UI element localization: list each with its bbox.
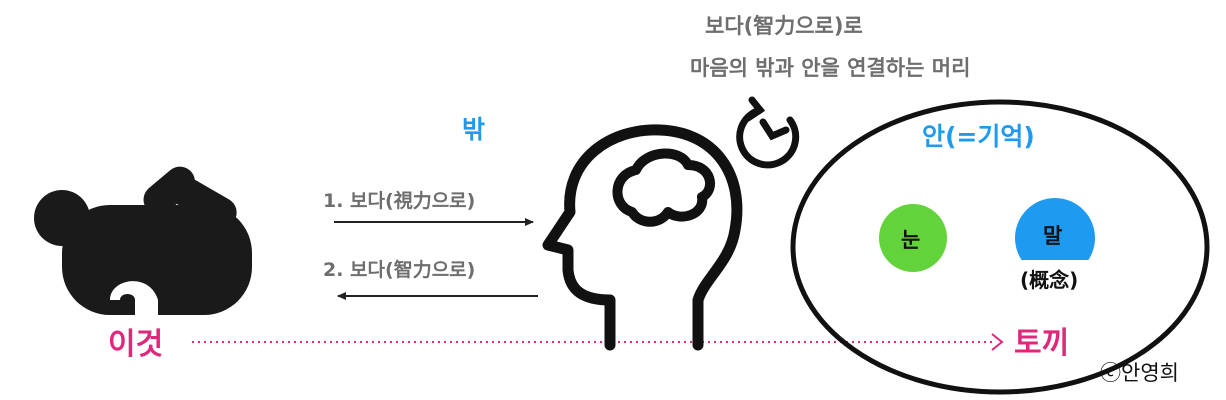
concept-label-backdrop [1012,260,1102,298]
this-label: 이것 [108,327,164,362]
copyright: ⓒ안영희 [1100,361,1179,385]
top-note-line2: 마음의 밖과 안을 연결하는 머리 [690,56,971,80]
rabbit-icon [34,166,252,318]
outside-label: 밖 [462,115,486,144]
concept-label: (概念) [1020,268,1079,292]
eye-circle [879,204,947,272]
inside-label: 안(=기억) [922,122,1035,151]
top-note-line1: 보다(智力으로)로 [705,14,863,38]
memory-ellipse [790,99,1210,395]
dotted-connector-arrowhead [991,333,1004,351]
word-circle-label: 말 [1043,224,1063,248]
word-circle [1015,198,1095,278]
eye-circle-label: 눈 [901,228,921,252]
arrow2-label: 2. 보다(智力으로) [323,259,476,281]
clockwise-cycle-icon [736,96,800,169]
rabbit-label: 토끼 [1014,326,1070,361]
arrow1-label: 1. 보다(視力으로) [323,190,476,212]
head-brain-icon [542,124,743,351]
